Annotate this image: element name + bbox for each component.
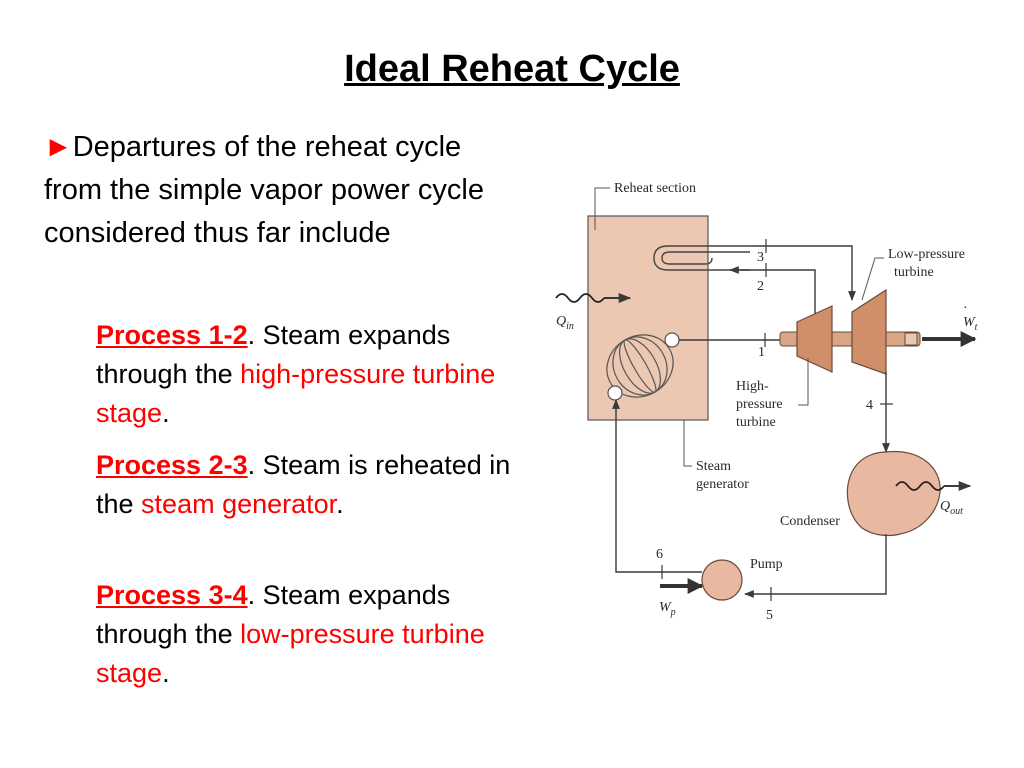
process-highlight: low-pressure turbine stage <box>96 619 485 688</box>
reheat-coil <box>661 251 750 265</box>
bullet-arrow-icon: ► <box>44 131 73 163</box>
high-pressure-turbine <box>796 305 833 373</box>
process-text: . Steam expands through the <box>96 320 451 389</box>
intro-paragraph: ►Departures of the reheat cycle from the… <box>44 126 524 255</box>
process-end: . <box>336 489 344 519</box>
process-2-3: Process 2-3. Steam is reheated in the st… <box>96 446 516 524</box>
steam-generator-label-1: Steam <box>696 459 731 474</box>
reheat-section-label: Reheat section <box>614 181 696 196</box>
svg-text:·: · <box>963 301 968 316</box>
heat-in-label: Qin <box>556 314 574 332</box>
state-4-label: 4 <box>866 398 873 413</box>
process-text: . Steam expands through the <box>96 580 451 649</box>
page-title: Ideal Reheat Cycle <box>344 48 680 90</box>
hp-turbine-label-3: turbine <box>736 415 776 430</box>
work-turbine-label: Wt <box>963 315 978 333</box>
process-3-4: Process 3-4. Steam expands through the l… <box>96 576 516 693</box>
state-5-label: 5 <box>766 608 773 623</box>
low-pressure-turbine <box>851 288 887 375</box>
process-heading: Process 3-4 <box>96 580 248 610</box>
heat-out-label: Qout <box>940 499 963 517</box>
hp-turbine-label-2: pressure <box>736 397 783 412</box>
work-pump-label: Wp <box>659 600 676 618</box>
boiler-tubes <box>606 332 680 401</box>
condenser-label: Condenser <box>780 514 840 529</box>
process-1-2: Process 1-2. Steam expands through the h… <box>96 316 516 433</box>
process-heading: Process 1-2 <box>96 320 248 350</box>
steam-generator-box <box>587 215 709 421</box>
hp-turbine-label-1: High- <box>736 379 769 394</box>
process-end: . <box>162 658 170 688</box>
pump <box>701 559 743 601</box>
state-2-label: 2 <box>757 279 764 294</box>
process-end: . <box>162 398 170 428</box>
lp-turbine-label-1: Low-pressure <box>888 247 965 262</box>
condenser <box>846 450 941 537</box>
process-heading: Process 2-3 <box>96 450 248 480</box>
process-highlight: high-pressure turbine stage <box>96 359 496 428</box>
lp-turbine-label-2: turbine <box>894 265 934 280</box>
state-1-label: 1 <box>758 345 765 360</box>
pump-label: Pump <box>750 557 783 572</box>
heat-in-wave <box>555 293 605 303</box>
intro-text: Departures of the reheat cycle from the … <box>44 131 484 249</box>
process-highlight: steam generator <box>141 489 337 519</box>
process-text: . Steam is reheated in the <box>96 450 511 519</box>
steam-generator-label-2: generator <box>696 477 749 492</box>
reheat-cycle-diagram: 1 2 3 Wt · 4 Qout 5 Wp 6 Qin Reheat sect… <box>555 181 978 623</box>
state-3-label: 3 <box>757 250 764 265</box>
state-6-label: 6 <box>656 547 663 562</box>
